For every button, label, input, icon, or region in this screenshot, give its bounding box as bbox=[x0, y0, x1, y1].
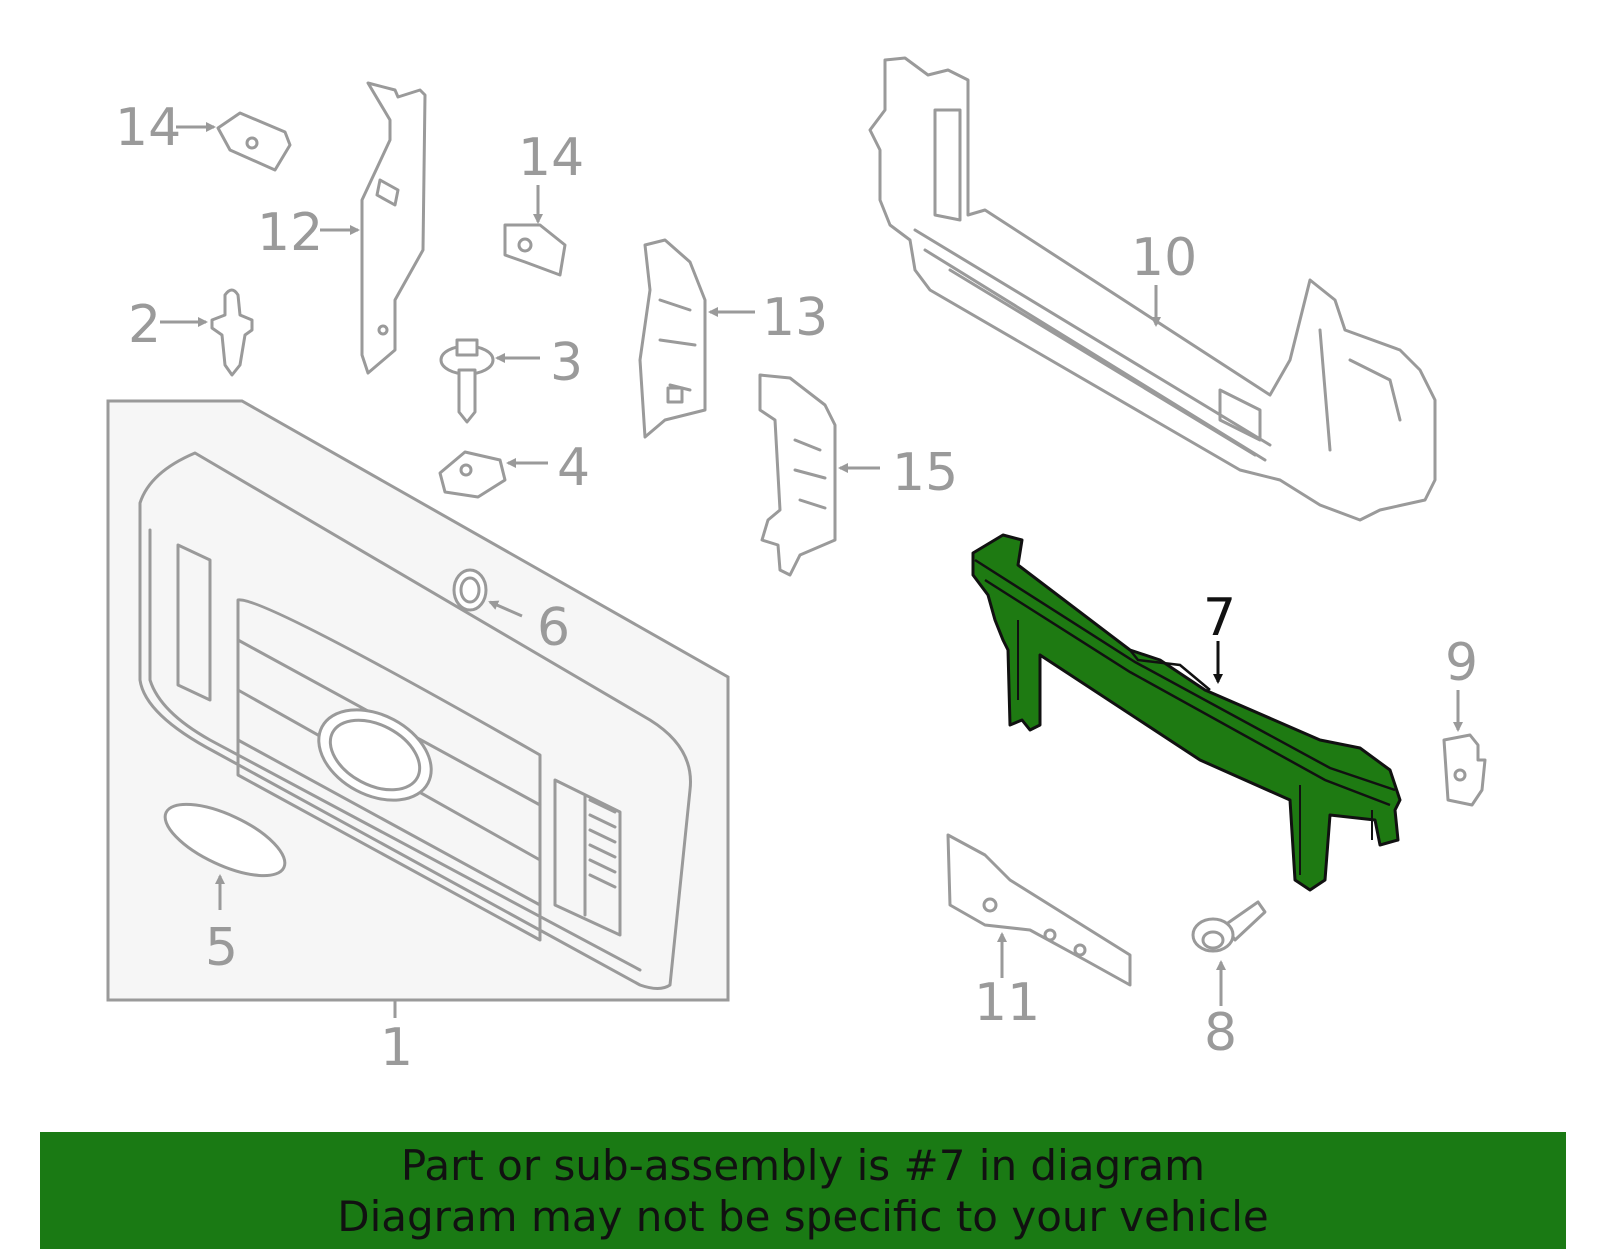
grommet-shape bbox=[452, 568, 523, 618]
callout-10: 10 bbox=[1131, 228, 1197, 288]
callout-14a: 14 bbox=[115, 98, 181, 158]
tie-bar-7-shape bbox=[971, 533, 1402, 892]
banner-line-disclaimer: Diagram may not be specific to your vehi… bbox=[337, 1192, 1269, 1241]
callout-12: 12 bbox=[257, 203, 323, 263]
bracket-11-shape bbox=[946, 833, 1132, 987]
emblem-shape bbox=[163, 802, 287, 910]
banner-line-part-number: Part or sub-assembly is #7 in diagram bbox=[400, 1141, 1206, 1190]
callout-6: 6 bbox=[537, 598, 570, 658]
callout-7: 7 bbox=[1203, 588, 1236, 648]
callout-11: 11 bbox=[974, 973, 1040, 1033]
radiator-support-10-shape bbox=[868, 56, 1437, 522]
nut-clip-4-shape bbox=[438, 450, 548, 499]
callout-3: 3 bbox=[550, 333, 583, 393]
callout-15: 15 bbox=[892, 443, 958, 503]
callout-13: 13 bbox=[762, 288, 828, 348]
bolt-3-shape bbox=[439, 338, 540, 424]
clip-9-shape bbox=[1442, 690, 1487, 807]
clip-14a-shape bbox=[176, 111, 292, 172]
callout-4: 4 bbox=[557, 438, 590, 498]
callout-2: 2 bbox=[128, 295, 161, 355]
push-pin-2-shape bbox=[160, 288, 254, 377]
bolt-8-shape bbox=[1191, 900, 1267, 1006]
bracket-12-shape bbox=[320, 81, 427, 375]
bracket-15-shape bbox=[758, 373, 880, 577]
clip-14b-shape bbox=[503, 185, 567, 277]
callout-14b: 14 bbox=[518, 128, 584, 188]
callout-1: 1 bbox=[380, 1018, 413, 1078]
grille-shape bbox=[138, 451, 692, 990]
callout-5: 5 bbox=[205, 918, 238, 978]
info-banner: Part or sub-assembly is #7 in diagram Di… bbox=[40, 1132, 1566, 1249]
callout-9: 9 bbox=[1445, 633, 1478, 693]
bracket-13-shape bbox=[638, 238, 755, 439]
callout-8: 8 bbox=[1204, 1003, 1237, 1063]
